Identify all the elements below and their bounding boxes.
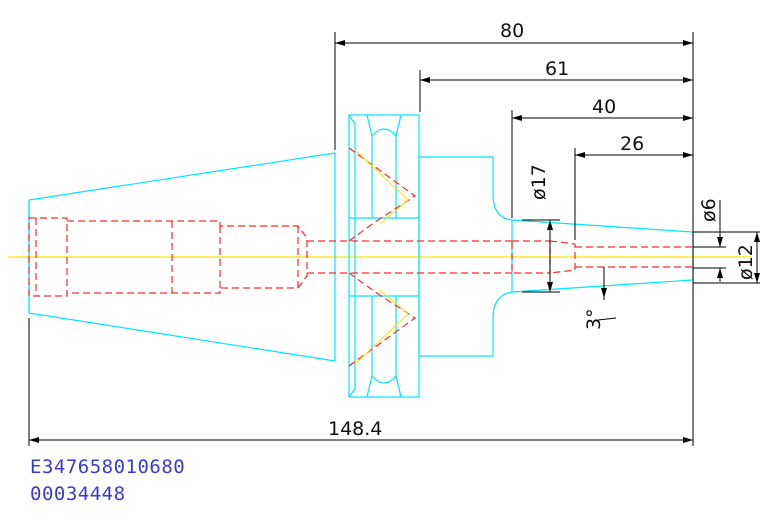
part-number-label: E347658010680 xyxy=(30,456,186,478)
v-groove-top xyxy=(366,114,402,218)
dim-text-d6: ø6 xyxy=(698,198,720,222)
v-groove-bottom xyxy=(366,296,402,398)
dim-text-148: 148.4 xyxy=(328,418,382,440)
dim-text-d17: ø17 xyxy=(528,164,550,200)
dim-text-d12: ø12 xyxy=(735,244,757,280)
internal-bore-hidden-lines xyxy=(28,147,693,367)
dim-text-61: 61 xyxy=(545,58,569,80)
reference-number-label: 00034448 xyxy=(30,483,126,505)
flange-centerlines xyxy=(354,149,409,365)
dim-text-80: 80 xyxy=(500,20,524,42)
dimension-lines xyxy=(28,32,760,446)
flange xyxy=(348,114,420,398)
dim-text-40: 40 xyxy=(592,96,616,118)
dim-text-angle: 3° xyxy=(583,308,605,330)
dim-text-26: 26 xyxy=(620,133,644,155)
